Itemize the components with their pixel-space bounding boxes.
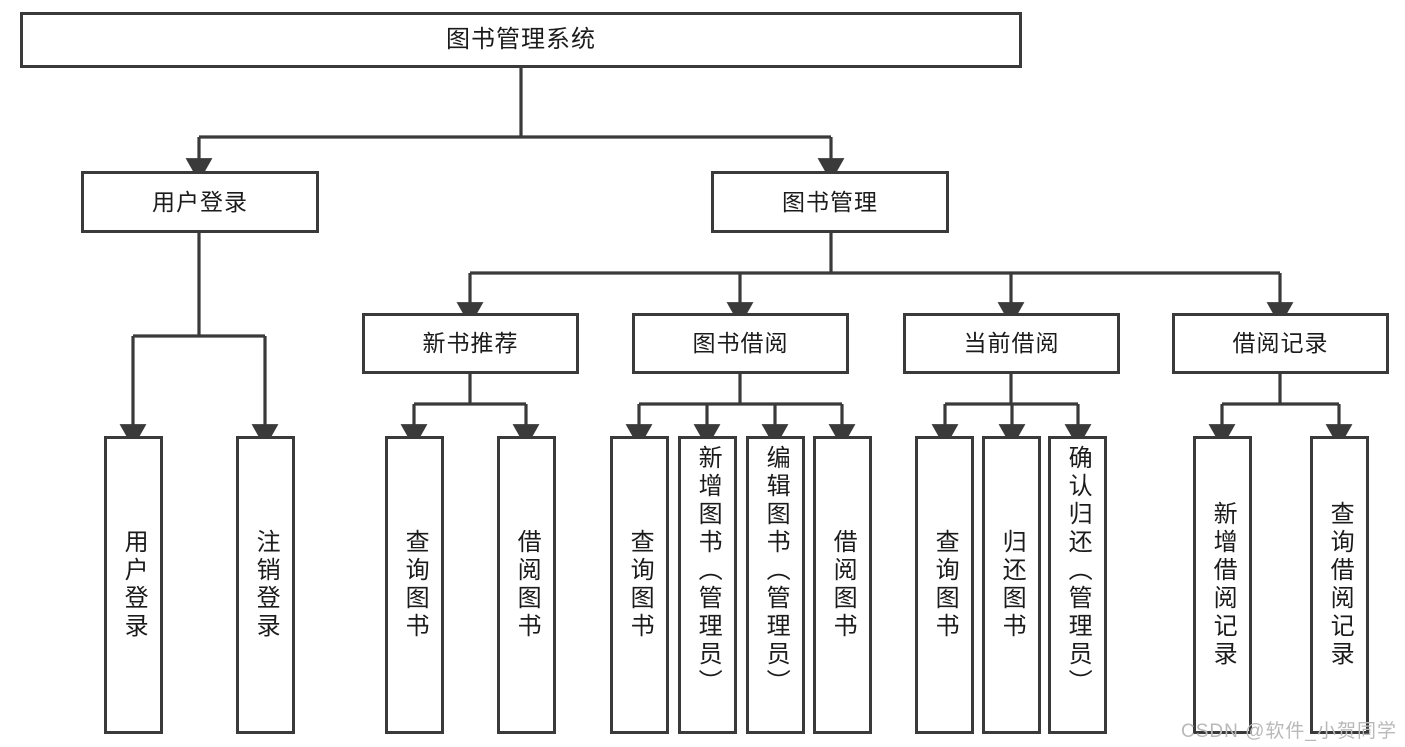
leaf-record-add-record[interactable]: 新增借阅记录 xyxy=(1193,436,1252,734)
leaf-recommend-borrow-book[interactable]: 借阅图书 xyxy=(497,436,556,734)
node-borrow-record[interactable]: 借阅记录 xyxy=(1172,313,1389,374)
node-user-login[interactable]: 用户登录 xyxy=(81,171,319,233)
leaf-label: 用户登录 xyxy=(120,529,148,641)
leaf-label: 归还图书 xyxy=(998,529,1026,641)
leaf-current-confirm-return-admin[interactable]: 确认归还（管理员） xyxy=(1048,436,1107,734)
leaf-borrow-add-book-admin[interactable]: 新增图书（管理员） xyxy=(678,436,737,734)
node-new-book-recommend[interactable]: 新书推荐 xyxy=(362,313,579,374)
node-current-borrow[interactable]: 当前借阅 xyxy=(903,313,1120,374)
node-book-management[interactable]: 图书管理 xyxy=(711,171,949,233)
leaf-label: 新增借阅记录 xyxy=(1209,501,1237,669)
leaf-label: 注销登录 xyxy=(252,529,280,641)
node-label: 当前借阅 xyxy=(963,330,1060,357)
leaf-record-query-record[interactable]: 查询借阅记录 xyxy=(1310,436,1369,734)
node-book-borrow[interactable]: 图书借阅 xyxy=(632,313,849,374)
node-root-system[interactable]: 图书管理系统 xyxy=(20,12,1022,68)
node-label: 新书推荐 xyxy=(422,330,519,357)
node-label: 借阅记录 xyxy=(1232,330,1329,357)
node-label: 用户登录 xyxy=(152,188,248,215)
node-label: 图书管理 xyxy=(782,188,878,215)
leaf-borrow-edit-book-admin[interactable]: 编辑图书（管理员） xyxy=(746,436,805,734)
leaf-label: 编辑图书（管理员） xyxy=(762,445,790,697)
leaf-label: 查询图书 xyxy=(401,529,429,641)
leaf-label: 借阅图书 xyxy=(829,529,857,641)
leaf-label: 查询图书 xyxy=(626,529,654,641)
leaf-label: 查询图书 xyxy=(931,529,959,641)
leaf-label: 借阅图书 xyxy=(513,529,541,641)
node-label: 图书管理系统 xyxy=(446,26,596,54)
leaf-recommend-query-book[interactable]: 查询图书 xyxy=(385,436,444,734)
leaf-borrow-borrow-book[interactable]: 借阅图书 xyxy=(813,436,872,734)
leaf-user-login-logout[interactable]: 注销登录 xyxy=(236,436,295,734)
leaf-borrow-query-book[interactable]: 查询图书 xyxy=(610,436,669,734)
leaf-current-query-book[interactable]: 查询图书 xyxy=(915,436,974,734)
leaf-user-login-login[interactable]: 用户登录 xyxy=(104,436,163,734)
node-label: 图书借阅 xyxy=(692,330,789,357)
leaf-label: 确认归还（管理员） xyxy=(1064,445,1092,697)
leaf-label: 查询借阅记录 xyxy=(1326,501,1354,669)
watermark-text: CSDN @软件_小贺同学 xyxy=(1181,721,1397,742)
leaf-label: 新增图书（管理员） xyxy=(694,445,722,697)
leaf-current-return-book[interactable]: 归还图书 xyxy=(982,436,1041,734)
